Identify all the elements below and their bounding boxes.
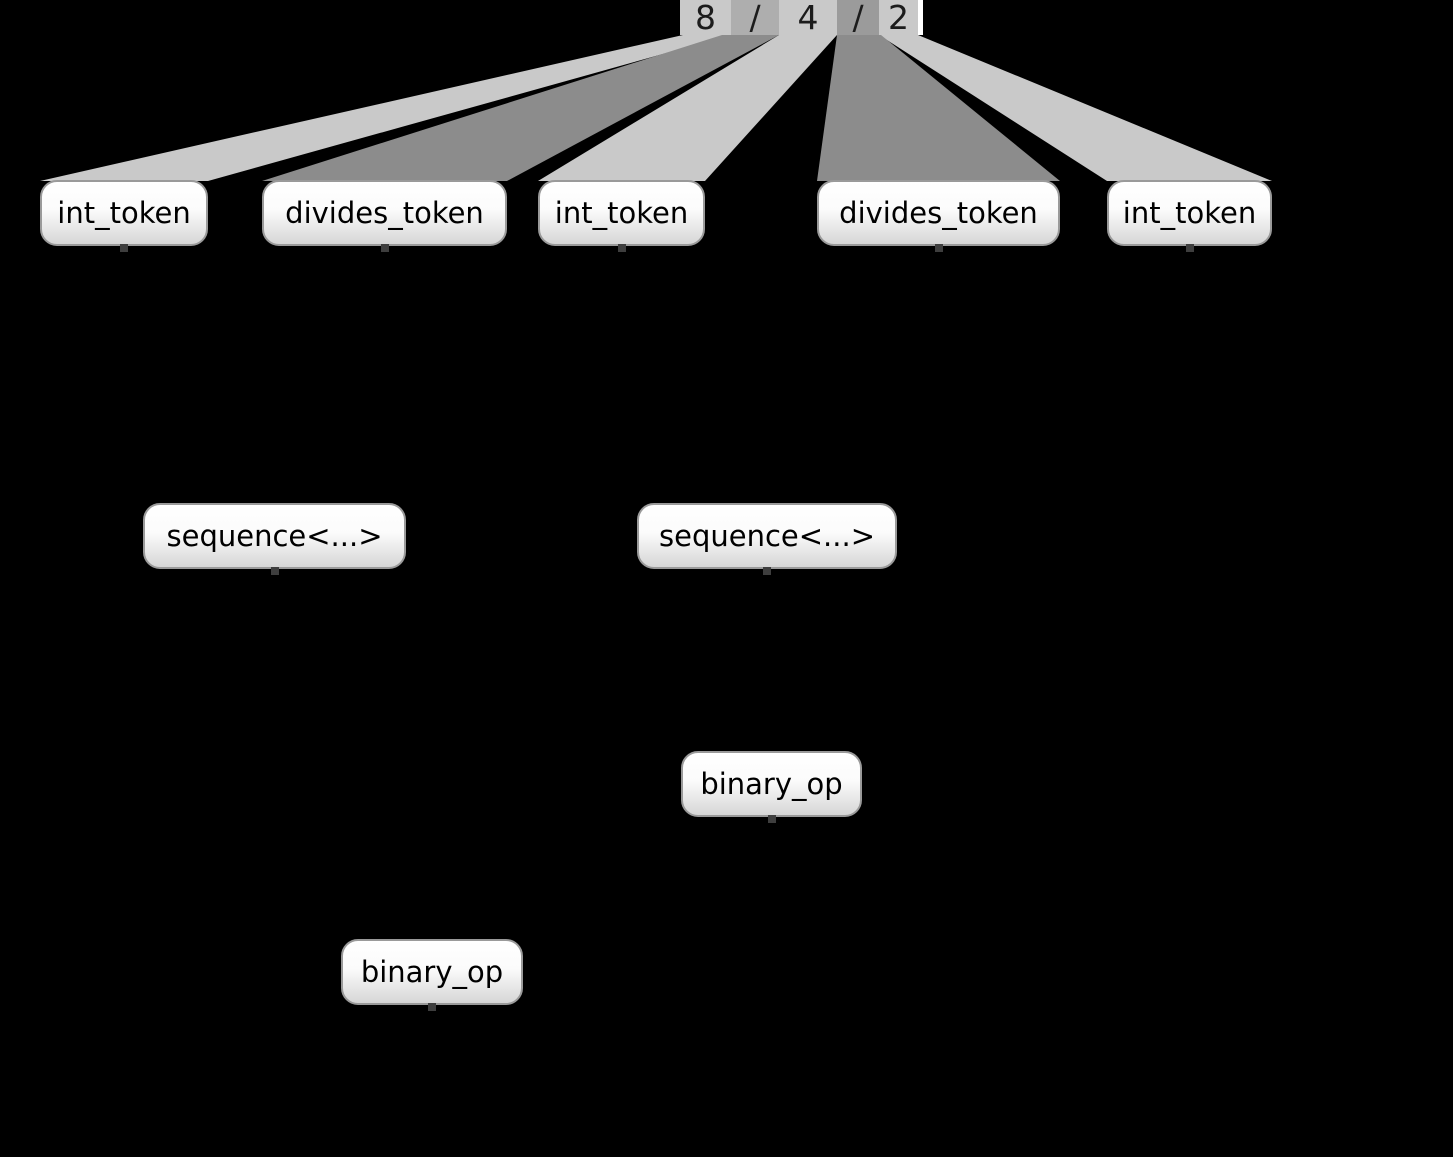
node-int-token-2: int_token	[538, 180, 705, 246]
node-binary-op-2: binary_op	[341, 939, 523, 1005]
node-int-token-3: int_token	[1107, 180, 1272, 246]
node-int-token-1: int_token	[40, 180, 208, 246]
source-char-slash-1: /	[731, 0, 779, 35]
node-sequence-1: sequence<...>	[143, 503, 406, 569]
source-char-4: 4	[779, 0, 837, 35]
source-text-strip: 8 / 4 / 2	[680, 0, 923, 35]
node-divides-token-2: divides_token	[817, 180, 1060, 246]
source-char-8: 8	[680, 0, 731, 35]
beam-char2-to-int-token-3	[879, 35, 1272, 181]
end-of-input-marker	[918, 0, 923, 35]
node-binary-op-1: binary_op	[681, 751, 862, 817]
source-char-2: 2	[879, 0, 918, 35]
node-sequence-2: sequence<...>	[637, 503, 897, 569]
beam-char4-to-int-token-2	[538, 35, 837, 181]
beam-char8-to-int-token-1	[40, 35, 731, 181]
beam-slash2-to-divides-token-2	[817, 35, 1060, 181]
beam-slash1-to-divides-token-1	[262, 35, 779, 181]
source-char-slash-2: /	[837, 0, 879, 35]
node-divides-token-1: divides_token	[262, 180, 507, 246]
